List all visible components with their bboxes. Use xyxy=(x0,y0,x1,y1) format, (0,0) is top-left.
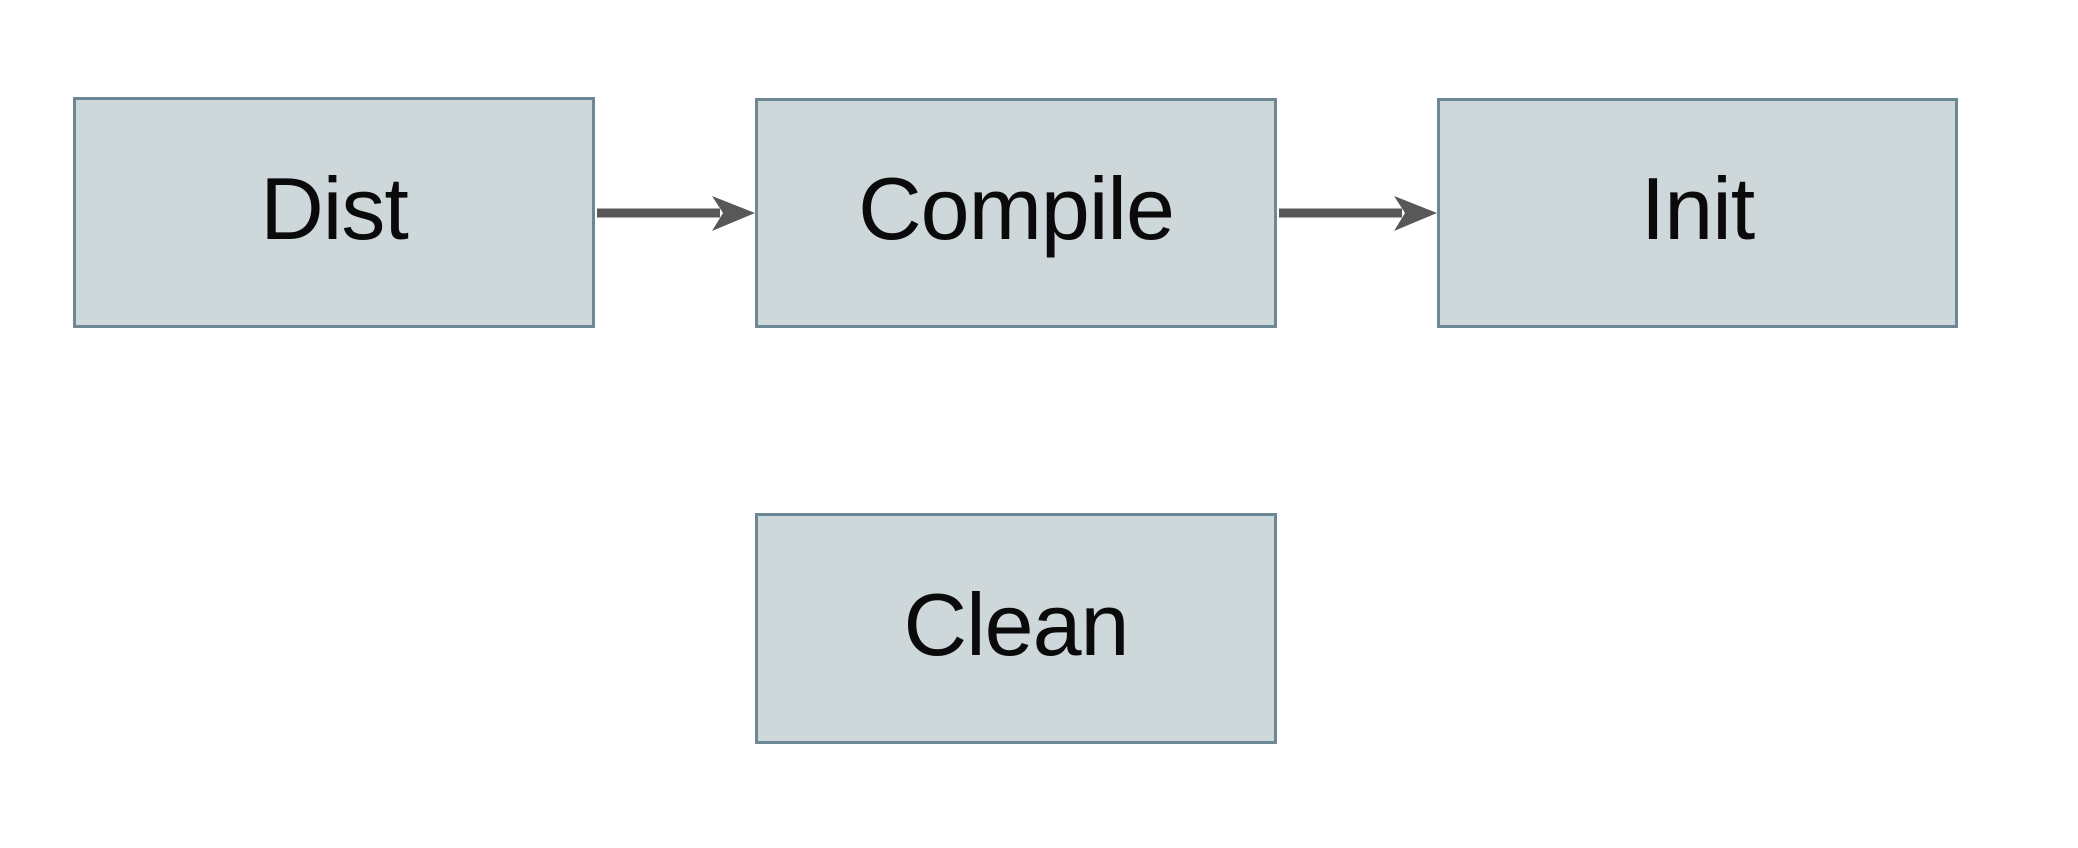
node-dist[interactable]: Dist xyxy=(73,97,595,328)
node-compile-label: Compile xyxy=(858,159,1175,258)
node-clean[interactable]: Clean xyxy=(755,513,1277,744)
arrow-right-icon xyxy=(712,196,755,231)
node-dist-label: Dist xyxy=(260,158,409,258)
edge-dist-to-compile[interactable] xyxy=(597,196,755,231)
edge-compile-to-init[interactable] xyxy=(1279,196,1437,231)
node-clean-label: Clean xyxy=(903,574,1130,674)
arrow-right-icon xyxy=(1394,196,1437,231)
node-compile[interactable]: Compile xyxy=(755,98,1277,328)
node-init-label: Init xyxy=(1640,159,1755,258)
node-init[interactable]: Init xyxy=(1437,98,1958,328)
